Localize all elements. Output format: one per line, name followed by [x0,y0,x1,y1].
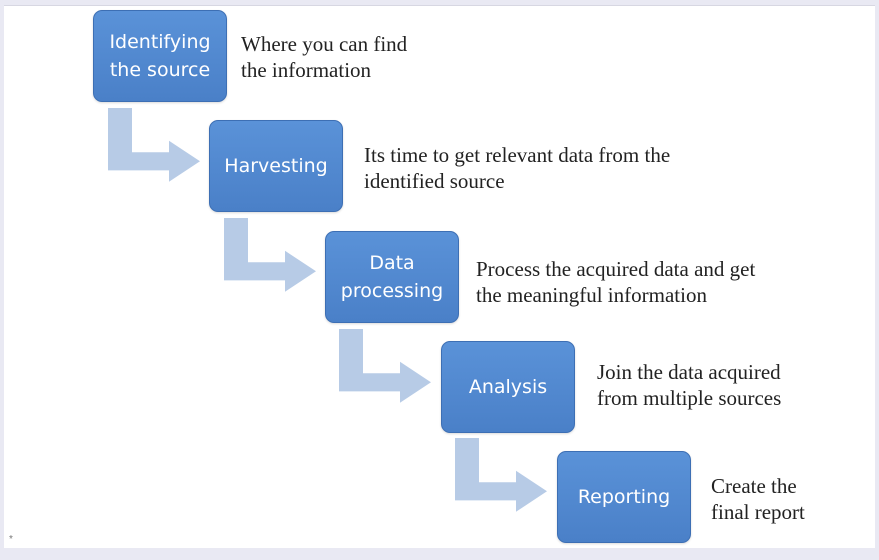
step-description-reporting: Create the final report [711,474,805,524]
step-description-harvesting: Its time to get relevant data from the i… [364,143,671,193]
step-data-processing: Data processing [325,231,459,323]
bent-arrow-icon [224,218,316,292]
bent-arrow-icon [339,329,431,403]
step-description-identifying: Where you can find the information [241,32,408,82]
step-harvesting: Harvesting [209,120,343,212]
bent-arrow-icon [108,108,200,182]
step-analysis: Analysis [441,341,575,433]
step-description-data-processing: Process the acquired data and get the me… [476,257,756,307]
bent-arrow-icon [455,438,547,512]
step-description-analysis: Join the data acquired from multiple sou… [597,360,782,410]
step-identifying-the-source: Identifying the source [93,10,227,102]
footer-mark: * [9,534,13,545]
step-reporting: Reporting [557,451,691,543]
